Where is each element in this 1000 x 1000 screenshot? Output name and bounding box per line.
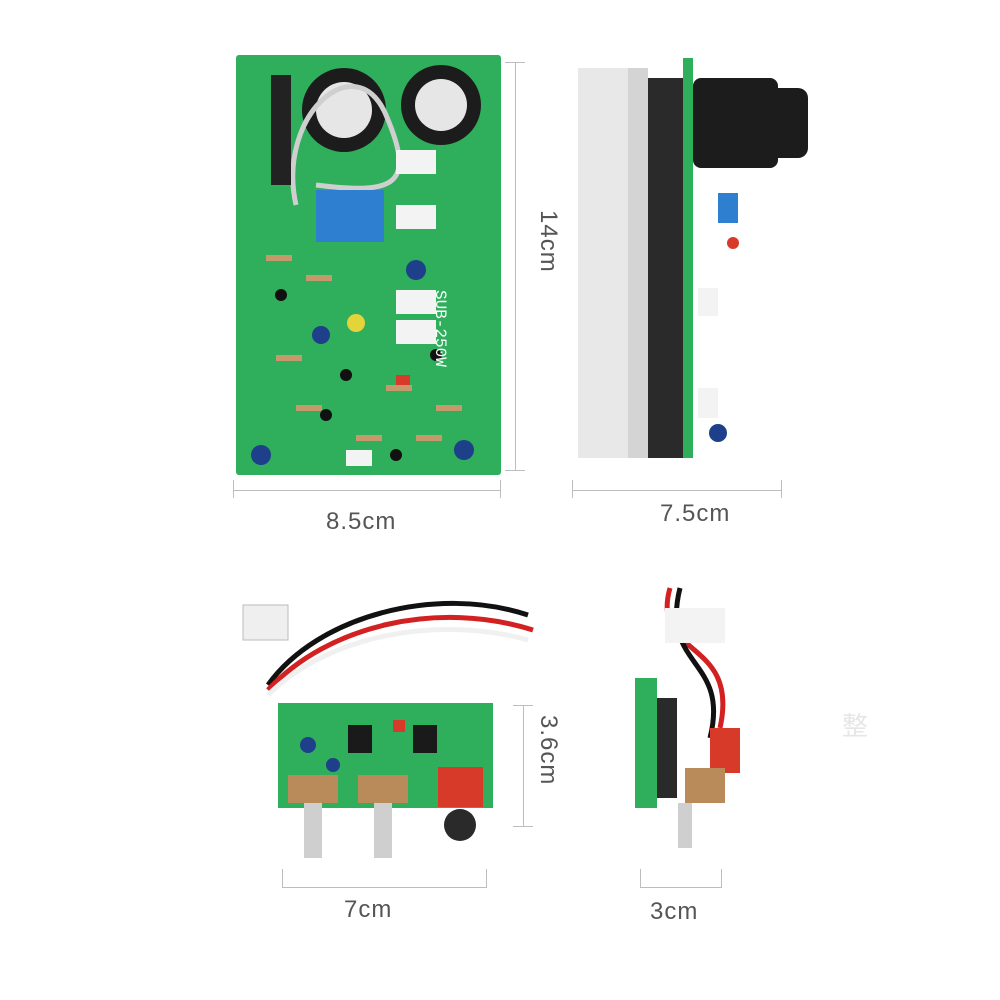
faint-side-text: 整 xyxy=(842,712,869,742)
label-side-width: 7.5cm xyxy=(660,500,731,527)
label-control-side-width: 3cm xyxy=(650,898,699,925)
label-control-width: 7cm xyxy=(344,896,393,923)
label-main-width: 8.5cm xyxy=(326,508,397,535)
dimension-line-control-width xyxy=(282,887,487,888)
dimension-line-main-width xyxy=(233,490,501,491)
main-board-side-view-photo xyxy=(578,58,808,458)
label-main-height: 14cm xyxy=(535,210,562,273)
model-marking: SUB-250W xyxy=(431,290,449,367)
dimension-line-side-width xyxy=(572,490,782,491)
dimension-line-control-height xyxy=(523,705,524,827)
main-amplifier-board-photo: SUB-250W xyxy=(236,55,501,475)
control-board-side-view-photo xyxy=(635,587,740,848)
control-board-photo xyxy=(242,600,534,858)
label-control-height: 3.6cm xyxy=(535,715,562,786)
dimension-line-height xyxy=(515,62,516,470)
dimension-line-control-side-width xyxy=(640,887,722,888)
